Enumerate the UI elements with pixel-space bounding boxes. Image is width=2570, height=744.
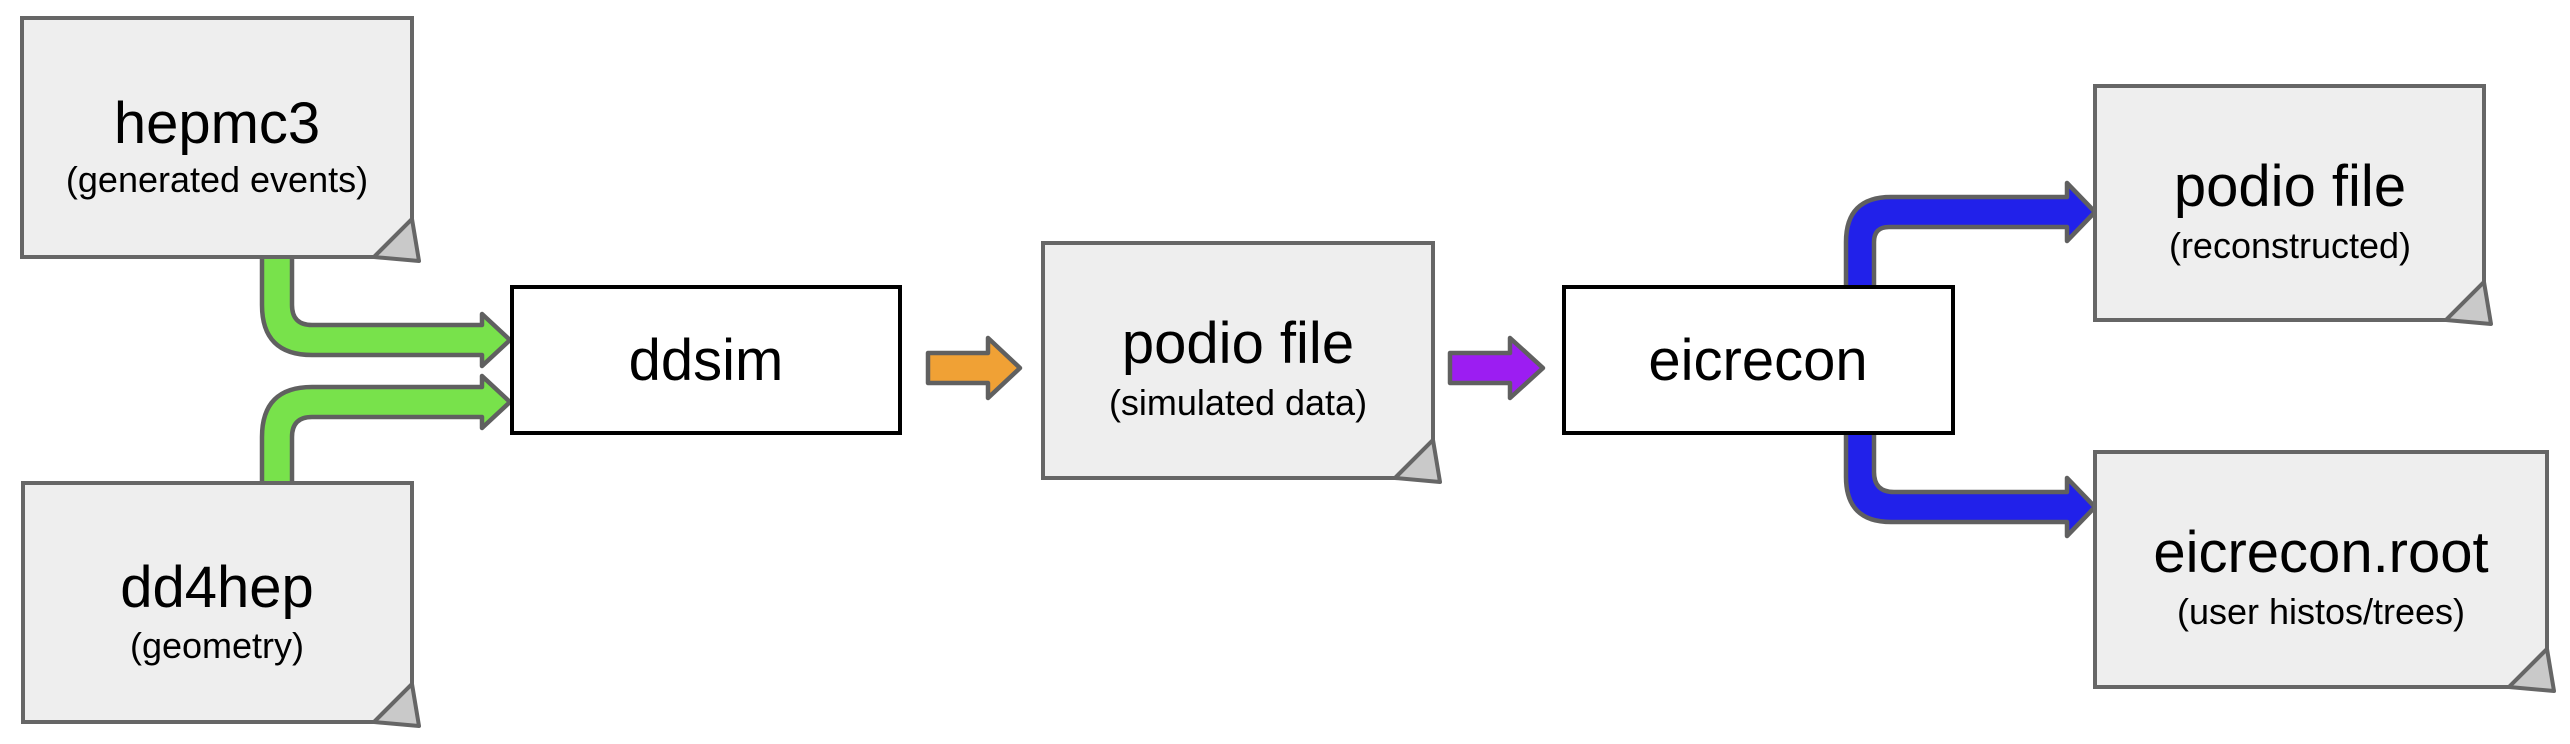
folded-corner-icon (372, 682, 421, 728)
node-label: eicrecon (1648, 328, 1867, 393)
node-ddsim: ddsim (510, 285, 902, 435)
process-box (510, 285, 902, 435)
arrow-dd4hep-to-ddsim (259, 373, 513, 489)
node-title: podio file (1122, 311, 1354, 376)
arrow-ddsim-to-podio-sim (925, 335, 1023, 401)
node-eicrecon-root: eicrecon.root (user histos/trees) (2093, 450, 2556, 693)
node-podio-rec: podio file (reconstructed) (2093, 84, 2493, 326)
arrow-eicrecon-to-eicrecon-root (1843, 427, 2098, 539)
folded-corner-icon (2444, 280, 2493, 326)
node-subtitle: (simulated data) (1109, 382, 1367, 423)
node-eicrecon: eicrecon (1562, 285, 1955, 435)
folded-corner-icon (1393, 438, 1442, 484)
node-subtitle: (generated events) (66, 159, 368, 200)
node-label: ddsim (629, 328, 784, 393)
folded-corner-icon (2507, 647, 2556, 693)
node-podio-sim: podio file (simulated data) (1041, 241, 1442, 484)
node-subtitle: (reconstructed) (2169, 225, 2411, 266)
node-title: podio file (2174, 154, 2406, 219)
node-dd4hep: dd4hep (geometry) (21, 481, 421, 728)
process-box (1562, 285, 1955, 435)
node-title: hepmc3 (114, 91, 320, 156)
node-title: eicrecon.root (2153, 520, 2488, 585)
node-subtitle: (user histos/trees) (2177, 591, 2465, 632)
node-hepmc3: hepmc3 (generated events) (20, 16, 421, 263)
folded-corner-icon (372, 217, 421, 263)
arrow-hepmc3-to-ddsim (259, 251, 513, 369)
arrow-podio-sim-to-eicrecon (1447, 335, 1546, 401)
arrow-eicrecon-to-podio-rec (1843, 180, 2098, 295)
node-subtitle: (geometry) (130, 625, 304, 666)
node-title: dd4hep (120, 555, 314, 620)
